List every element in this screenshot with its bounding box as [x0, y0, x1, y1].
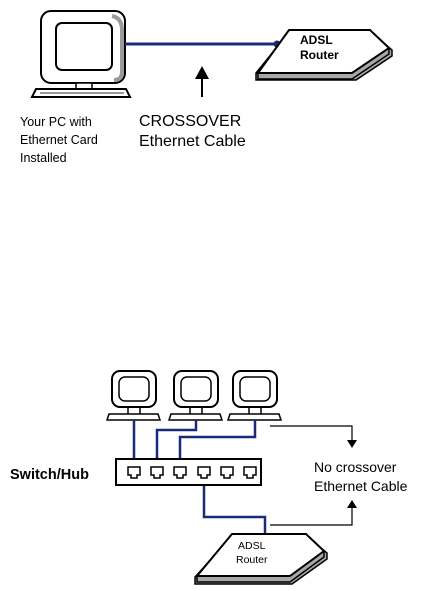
no-crossover-caption-line1: No crossover: [314, 459, 397, 475]
top-diagram: ADSL Router Your PC with Ethernet Card I…: [20, 11, 392, 165]
switch-label: Switch/Hub: [10, 467, 89, 483]
pointer-arrows-icon: [270, 426, 352, 525]
pc-caption-line1: Your PC with: [20, 115, 92, 129]
router-label-line2: Router: [300, 48, 339, 62]
switch-hub-icon: [116, 459, 261, 485]
pc-computer-icon: [32, 11, 130, 97]
pc-caption-line2: Ethernet Card: [20, 133, 98, 147]
router-label-line1: ADSL: [238, 540, 266, 552]
no-crossover-caption-line2: Ethernet Cable: [314, 478, 408, 494]
router-label-line2: Router: [236, 554, 268, 566]
cable-pointer-arrow-icon: [195, 66, 209, 97]
computer-monitor-icon: [169, 371, 222, 420]
arrow-up-icon: [347, 500, 357, 508]
bottom-diagram: Switch/Hub ADSL Router No crossover Ethe…: [10, 371, 408, 584]
cable-caption-line2: Ethernet Cable: [139, 133, 246, 150]
adsl-router-icon: ADSL Router: [256, 30, 392, 80]
arrow-down-icon: [347, 440, 357, 448]
router-label-line1: ADSL: [300, 33, 333, 47]
computer-monitor-icon: [107, 371, 160, 420]
adsl-router-icon: ADSL Router: [195, 534, 327, 584]
cable-caption-line1: CROSSOVER: [139, 113, 241, 130]
computer-monitor-icon: [228, 371, 281, 420]
pc-caption-line3: Installed: [20, 151, 67, 165]
